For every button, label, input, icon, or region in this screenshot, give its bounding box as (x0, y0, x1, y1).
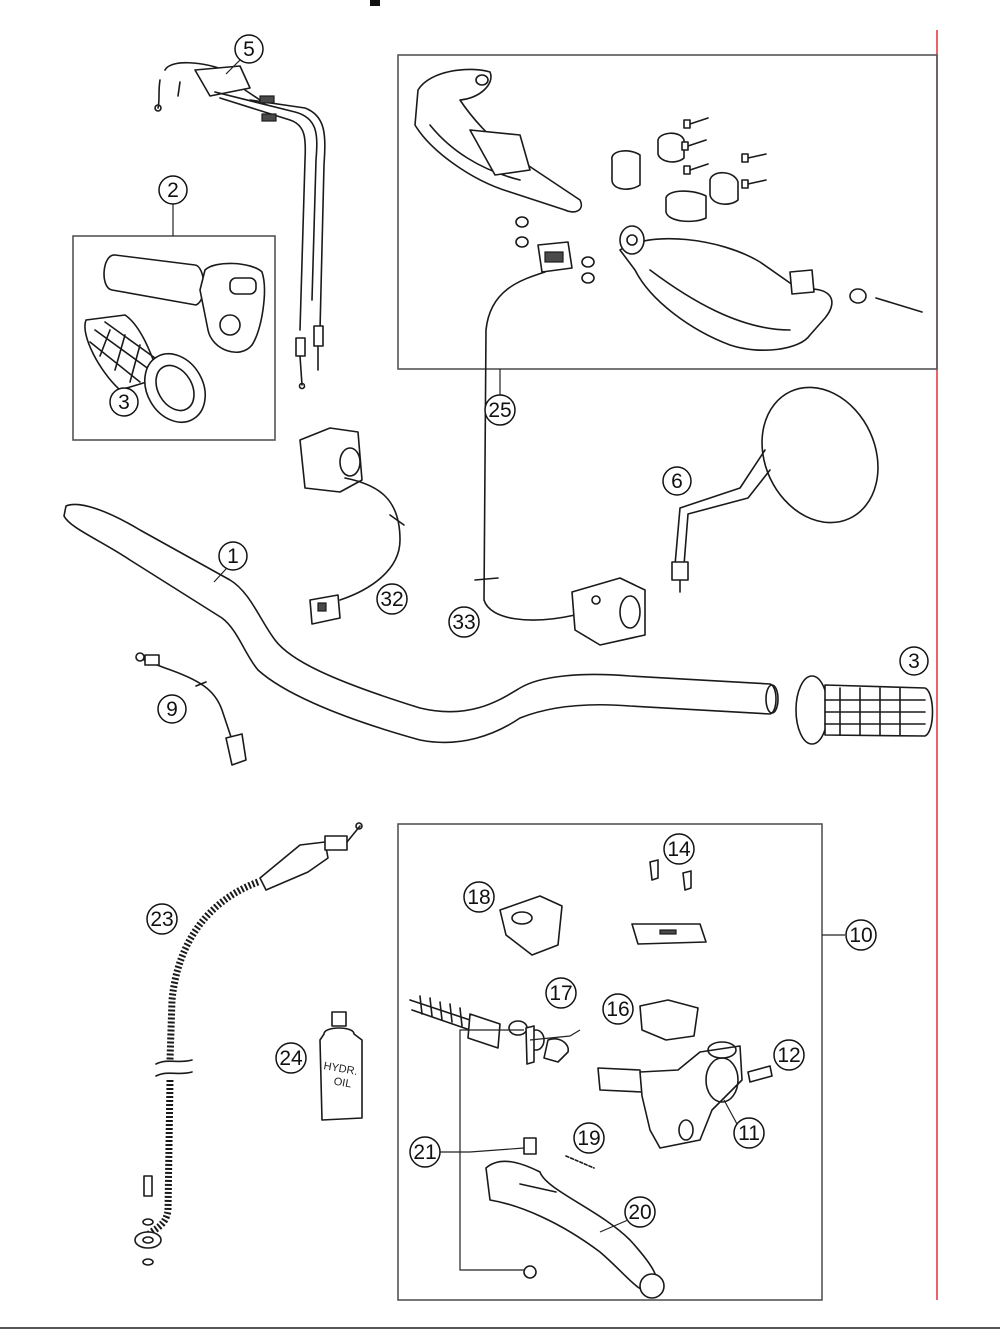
callout-24: 24 (275, 1042, 307, 1074)
svg-text:3: 3 (118, 391, 130, 414)
callout-10: 10 (845, 919, 877, 951)
callout-23: 23 (146, 903, 178, 935)
svg-text:5: 5 (243, 38, 255, 61)
callout-9: 9 (157, 694, 187, 724)
part-handguards (414, 68, 923, 351)
part-throttle-grip (103, 254, 266, 354)
svg-text:23: 23 (150, 908, 173, 931)
bottle-label-line1: HYDR. (323, 1060, 359, 1078)
callout-1: 1 (218, 541, 248, 571)
callout-11: 11 (733, 1117, 765, 1149)
svg-text:16: 16 (606, 998, 629, 1021)
svg-text:2: 2 (167, 179, 179, 202)
svg-text:1: 1 (227, 545, 239, 568)
callout-17: 17 (545, 977, 577, 1009)
svg-text:12: 12 (777, 1044, 800, 1067)
part-left-grip-rubber (84, 314, 206, 423)
svg-text:20: 20 (628, 1201, 651, 1224)
callout-16: 16 (602, 993, 634, 1025)
callout-6: 6 (662, 466, 692, 496)
part-master-cylinder (409, 859, 773, 1299)
callout-32: 32 (376, 583, 408, 615)
callout-33: 33 (448, 606, 480, 638)
part-brake-hose (134, 822, 363, 1266)
callout-18: 18 (463, 881, 495, 913)
callout-12: 12 (773, 1039, 805, 1071)
callout-25: 25 (484, 394, 516, 426)
svg-text:6: 6 (671, 470, 683, 493)
bottle-label-line2: OIL (333, 1076, 353, 1091)
master-cylinder-kit-box (397, 823, 823, 1301)
callout-5: 5 (234, 34, 264, 64)
svg-text:10: 10 (849, 924, 872, 947)
svg-text:18: 18 (467, 886, 490, 909)
handguard-kit-box (397, 54, 938, 370)
callout-2: 2 (158, 175, 188, 205)
part-kill-switch-cable (135, 652, 247, 766)
svg-text:19: 19 (577, 1127, 600, 1150)
callout-14: 14 (663, 833, 695, 865)
header-fragment (370, 0, 380, 6)
part-throttle-cables (154, 61, 326, 390)
svg-text:32: 32 (380, 588, 403, 611)
svg-text:14: 14 (667, 838, 691, 861)
callout-3-right: 3 (899, 646, 929, 676)
throttle-grip-kit-box (72, 235, 276, 441)
svg-text:9: 9 (166, 698, 178, 721)
svg-text:21: 21 (413, 1141, 436, 1164)
svg-text:33: 33 (452, 611, 475, 634)
part-right-switch (474, 241, 646, 646)
callout-21: 21 (409, 1136, 441, 1168)
part-left-switch (299, 427, 405, 625)
svg-text:11: 11 (738, 1122, 760, 1145)
svg-text:17: 17 (549, 982, 572, 1005)
part-hydraulic-oil-bottle: HYDR. OIL (319, 1011, 363, 1121)
part-right-grip (795, 675, 934, 745)
svg-text:25: 25 (488, 399, 511, 422)
callout-3-left: 3 (109, 387, 139, 417)
part-handlebar (63, 503, 779, 744)
part-mirror (671, 386, 879, 593)
callout-20: 20 (624, 1196, 656, 1228)
svg-text:3: 3 (908, 650, 920, 673)
callout-19: 19 (573, 1122, 605, 1154)
svg-text:24: 24 (279, 1047, 303, 1070)
